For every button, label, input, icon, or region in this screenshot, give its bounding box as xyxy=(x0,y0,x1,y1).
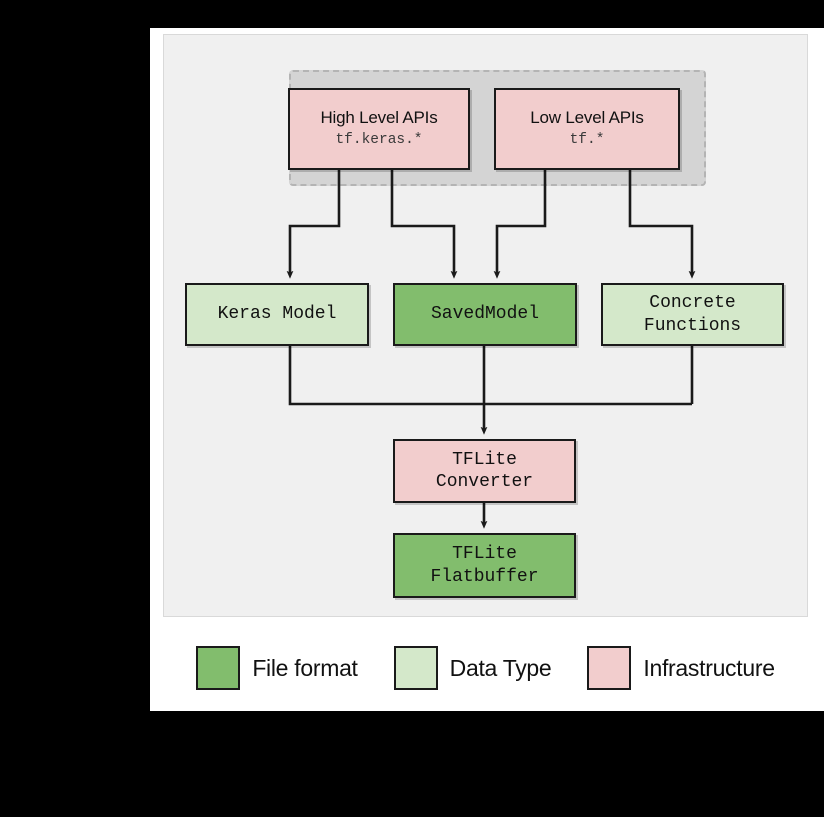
node-subtitle: tf.* xyxy=(569,131,605,148)
node-low-level-apis[interactable]: Low Level APIs tf.* xyxy=(494,88,680,170)
legend-swatch-file-format xyxy=(196,646,241,690)
node-title: Low Level APIs xyxy=(530,108,644,128)
legend-swatch-infrastructure xyxy=(587,646,632,690)
node-concrete-functions[interactable]: Concrete Functions xyxy=(601,283,784,346)
legend-item-infrastructure: Infrastructure xyxy=(587,646,775,690)
legend-label-file-format: File format xyxy=(252,654,358,681)
diagram-panel: High Level APIs tf.keras.* Low Level API… xyxy=(163,34,808,617)
legend-swatch-data-type xyxy=(393,646,438,690)
node-high-level-apis[interactable]: High Level APIs tf.keras.* xyxy=(288,88,470,170)
legend-item-file-format: File format xyxy=(196,646,358,690)
node-tflite-converter[interactable]: TFLite Converter xyxy=(393,439,576,503)
node-subtitle: tf.keras.* xyxy=(335,131,423,148)
node-tflite-flatbuffer[interactable]: TFLite Flatbuffer xyxy=(393,533,576,598)
node-title: TFLite Flatbuffer xyxy=(430,544,539,587)
node-title: Concrete Functions xyxy=(643,293,742,336)
node-title: Keras Model xyxy=(217,304,337,325)
node-keras-model[interactable]: Keras Model xyxy=(185,283,369,346)
node-title: SavedModel xyxy=(430,304,540,325)
node-title: TFLite Converter xyxy=(435,449,534,493)
legend: File format Data Type Infrastructure xyxy=(163,628,808,708)
node-savedmodel[interactable]: SavedModel xyxy=(393,283,577,346)
legend-item-data-type: Data Type xyxy=(393,646,552,690)
figure-card: High Level APIs tf.keras.* Low Level API… xyxy=(150,28,824,711)
node-title: High Level APIs xyxy=(320,108,438,128)
legend-label-data-type: Data Type xyxy=(449,654,552,681)
legend-label-infrastructure: Infrastructure xyxy=(643,654,775,681)
